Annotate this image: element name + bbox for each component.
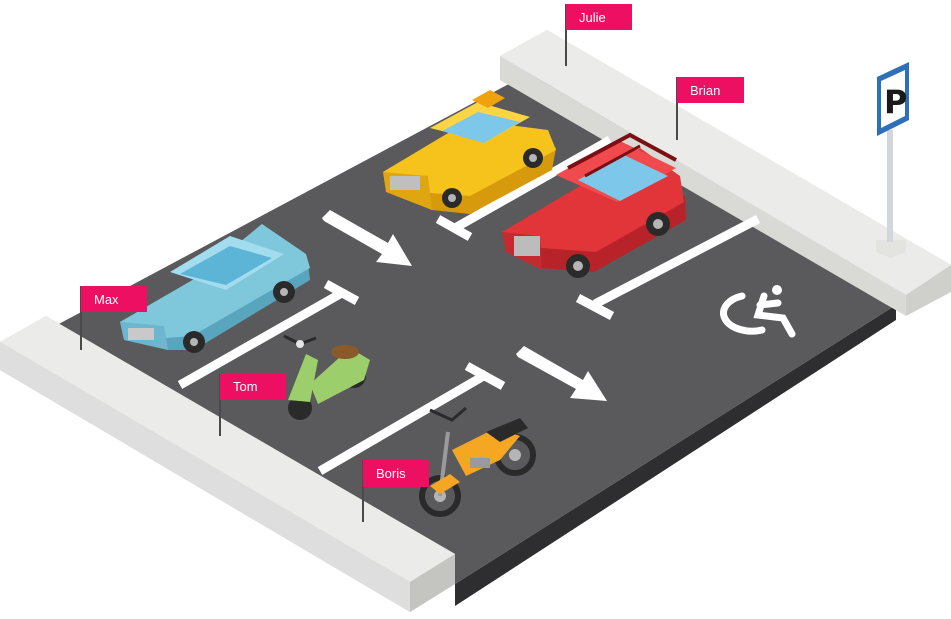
front-curb [0,316,455,612]
flag-julie: Julie [565,4,632,66]
flag-label: Max [94,292,119,307]
back-curb [500,30,951,316]
parking-sign-icon: P [876,62,909,258]
flag-max: Max [80,286,147,350]
parking-lines [177,136,761,475]
wheelchair-icon [719,285,796,338]
suv [502,132,686,278]
sedan [120,224,310,353]
flag-label: Brian [690,83,720,98]
scooter [283,334,370,420]
motorcycle [419,406,536,517]
taxi [383,90,556,214]
flag-label: Julie [579,10,606,25]
flag-label: Tom [233,379,258,394]
arrow-down-right-icon [322,210,412,266]
arrow-down-right-icon [516,346,607,401]
lot-side-front [455,305,896,606]
parking-sign-letter: P [884,83,907,121]
flag-label: Boris [376,466,406,481]
flag-boris: Boris [362,460,429,522]
flag-brian: Brian [676,77,744,140]
flag-tom: Tom [219,373,286,436]
